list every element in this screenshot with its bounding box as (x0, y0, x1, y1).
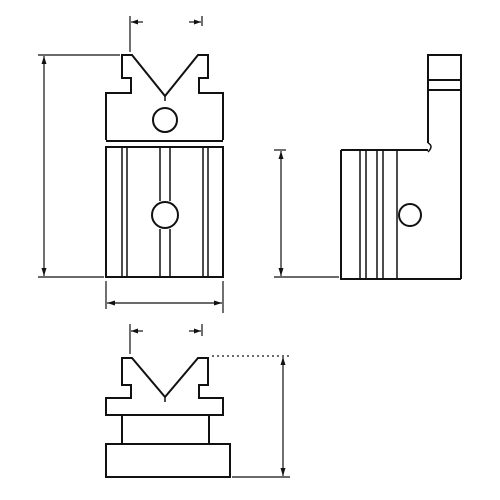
front-upper-hole (152, 107, 178, 133)
dim-width-arrow-left (107, 300, 115, 306)
dim-v-opening-arrow-left (131, 19, 138, 25)
side-upper-column (427, 54, 462, 91)
top-dimensions (129, 324, 290, 478)
dim-top-opening-arrow-left (131, 328, 138, 334)
front-lower-hole (151, 201, 179, 229)
dim-height-arrow-top (41, 56, 47, 64)
dim-side-height-arrow-top (278, 151, 284, 159)
side-view (340, 54, 462, 280)
side-hole (398, 203, 422, 227)
dim-top-height-arrow-bottom (280, 468, 286, 476)
top-view (105, 357, 231, 478)
side-dimensions (274, 149, 339, 278)
dim-top-height-arrow-top (280, 357, 286, 365)
top-base (105, 443, 231, 478)
side-block-body (340, 149, 461, 280)
dim-width-arrow-right (214, 300, 222, 306)
dim-height-arrow-bottom (41, 268, 47, 276)
front-lower-body (105, 146, 224, 278)
side-shoulder-notch (427, 142, 432, 153)
front-view (105, 54, 224, 278)
front-dimensions (38, 16, 224, 313)
dim-side-height-arrow-bottom (278, 268, 284, 276)
dim-v-opening-arrow-right (194, 19, 201, 25)
top-v-block-outline (105, 357, 224, 416)
dim-top-opening-arrow-right (194, 328, 201, 334)
